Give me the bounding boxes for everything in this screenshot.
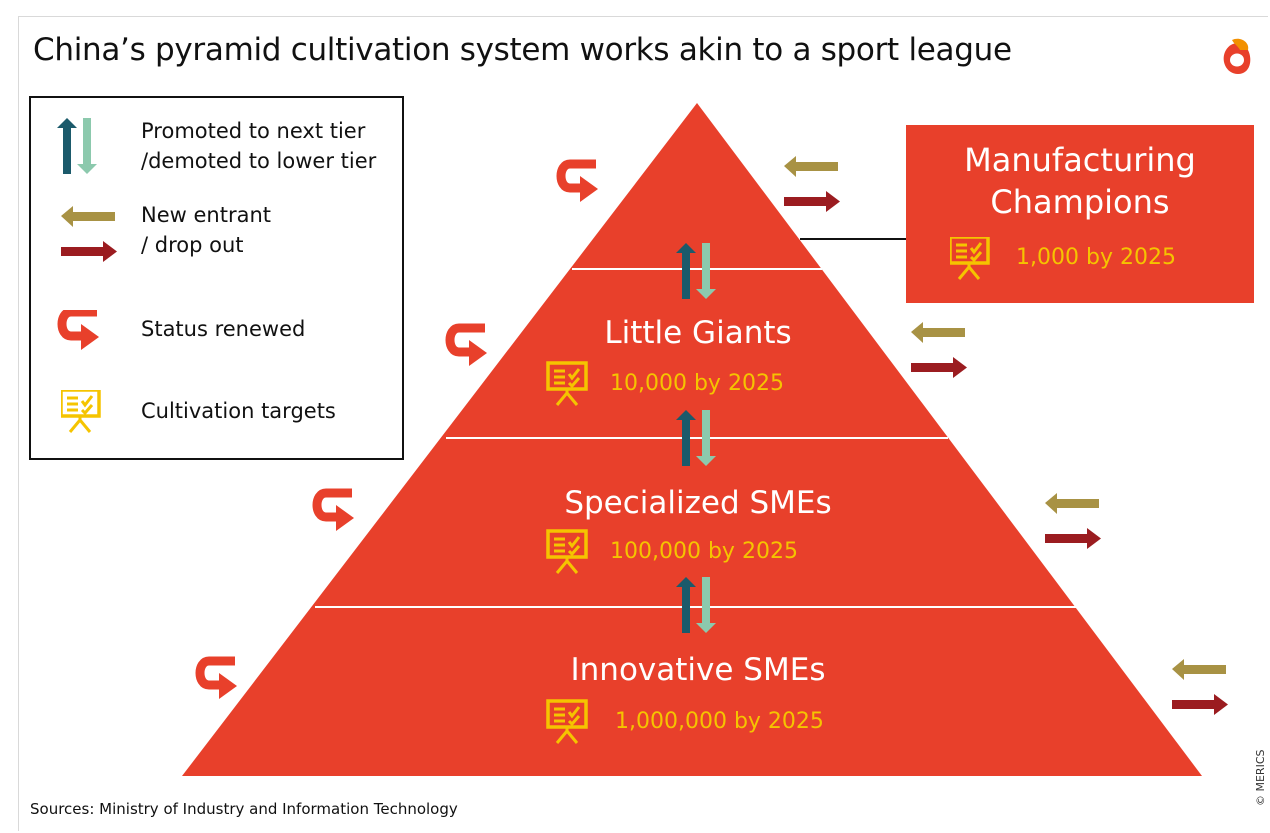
legend-item-entrant-dropout: New entrant / drop out: [31, 198, 402, 262]
cultivation-target-icon: [950, 237, 990, 281]
entrant-dropout-arrows-icon: [784, 156, 840, 212]
status-renewed-icon: [450, 328, 487, 366]
cultivation-target-icon: [61, 390, 101, 434]
status-renewed-icon: [200, 661, 237, 699]
promote-demote-arrows-icon: [57, 118, 97, 174]
champions-name: Manufacturing Champions: [964, 141, 1196, 221]
tier-target-specialized-smes: 100,000 by 2025: [610, 539, 798, 564]
copyright-credit: © MERICS: [1254, 749, 1267, 807]
entrant-dropout-arrows-icon: [911, 322, 967, 378]
tier-name-innovative-smes: Innovative SMEs: [571, 652, 826, 688]
manufacturing-champions-box: Manufacturing Champions 1,000 by 2025: [906, 125, 1254, 303]
legend-label: Status renewed: [141, 317, 306, 341]
tier-target-innovative-smes: 1,000,000 by 2025: [615, 709, 824, 734]
entrant-dropout-arrows-icon: [1172, 659, 1228, 715]
status-renewed-icon: [317, 493, 354, 531]
figure-frame: [18, 16, 1268, 831]
legend: Promoted to next tier /demoted to lower …: [29, 96, 404, 460]
tier-name-little-giants: Little Giants: [604, 315, 791, 351]
status-renewed-icon: [561, 164, 598, 202]
merics-logo-icon: [1223, 38, 1251, 74]
entrant-dropout-arrows-icon: [1045, 493, 1101, 549]
legend-item-promote-demote: Promoted to next tier /demoted to lower …: [31, 118, 402, 180]
figure-title: China’s pyramid cultivation system works…: [33, 32, 1012, 68]
tier-name-specialized-smes: Specialized SMEs: [564, 485, 831, 521]
source-note: Sources: Ministry of Industry and Inform…: [30, 800, 458, 818]
legend-label: Cultivation targets: [141, 399, 336, 423]
legend-label: Promoted to next tier /demoted to lower …: [141, 119, 377, 173]
legend-item-cultivation-targets: Cultivation targets: [31, 388, 402, 438]
entrant-dropout-arrows-icon: [61, 206, 117, 262]
status-renewed-icon: [57, 310, 105, 354]
legend-item-status-renewed: Status renewed: [31, 306, 402, 356]
legend-label: New entrant / drop out: [141, 203, 271, 257]
tier-target-little-giants: 10,000 by 2025: [610, 371, 784, 396]
champions-target: 1,000 by 2025: [1016, 245, 1176, 270]
